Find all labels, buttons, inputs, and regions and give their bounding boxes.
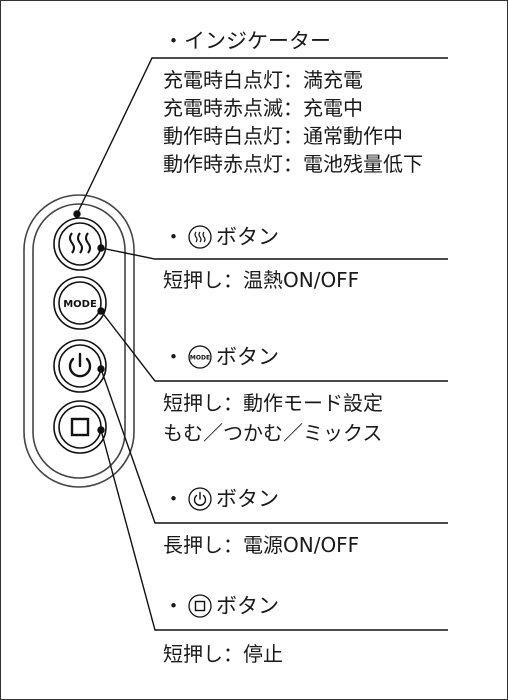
stop-square-icon — [70, 417, 90, 437]
mode-desc-1: 短押し：動作モード設定 — [163, 391, 383, 415]
mode-desc-2: もむ／つかむ／ミックス — [163, 421, 383, 445]
mode-bullet: ・ — [163, 345, 184, 369]
indicator-line-4: 動作時赤点灯：電池残量低下 — [163, 152, 423, 176]
indicator-leader — [76, 57, 448, 215]
power-leader — [100, 368, 448, 524]
heat-button[interactable] — [53, 217, 107, 271]
heat-dot — [97, 244, 105, 252]
power-button[interactable] — [53, 339, 107, 393]
mode-button[interactable]: MODE — [53, 276, 107, 330]
heat-waves-icon — [188, 225, 212, 249]
mode-leader — [100, 310, 448, 382]
power-label: ボタン — [216, 487, 279, 511]
power-desc: 長押し：電源ON/OFF — [163, 533, 360, 557]
heat-leader — [100, 247, 448, 260]
indicator-dot — [73, 210, 81, 218]
stop-square-icon — [188, 594, 212, 618]
stop-desc: 短押し：停止 — [163, 642, 283, 666]
indicator-line-1: 充電時白点灯：満充電 — [163, 68, 363, 92]
mode-label: ボタン — [216, 345, 279, 369]
heat-bullet: ・ — [163, 225, 184, 249]
mode-icon-text: MODE — [190, 355, 210, 362]
indicator-heading: ・インジケーター — [163, 29, 331, 53]
heat-desc: 短押し：温熱ON/OFF — [163, 268, 360, 292]
mode-dot — [97, 307, 105, 315]
stop-bullet: ・ — [163, 594, 184, 618]
mode-icon: MODE — [188, 345, 212, 369]
heat-waves-icon — [69, 232, 91, 254]
power-icon — [68, 352, 92, 378]
stop-dot — [97, 426, 105, 434]
indicator-line-3: 動作時白点灯：通常動作中 — [163, 124, 403, 148]
remote-outer-outline — [23, 194, 135, 488]
stop-label: ボタン — [216, 594, 279, 618]
stop-leader — [100, 429, 448, 631]
power-dot — [97, 365, 105, 373]
mode-button-text: MODE — [63, 299, 97, 310]
power-icon — [188, 487, 212, 511]
leader-lines — [73, 57, 448, 631]
stop-button[interactable] — [53, 400, 107, 454]
power-bullet: ・ — [163, 487, 184, 511]
heat-label: ボタン — [216, 225, 279, 249]
indicator-line-2: 充電時赤点滅：充電中 — [163, 96, 363, 120]
